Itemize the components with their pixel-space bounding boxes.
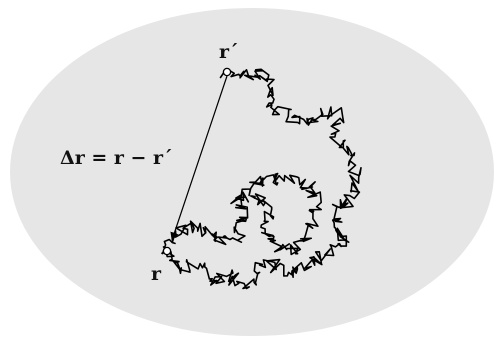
background-ellipse <box>10 8 494 336</box>
start-point-marker <box>163 247 170 254</box>
start-point-label: r <box>151 263 162 285</box>
end-point-label: r´ <box>219 41 239 63</box>
displacement-label: Δr = r − r´ <box>60 147 173 169</box>
end-point-marker <box>223 68 230 75</box>
